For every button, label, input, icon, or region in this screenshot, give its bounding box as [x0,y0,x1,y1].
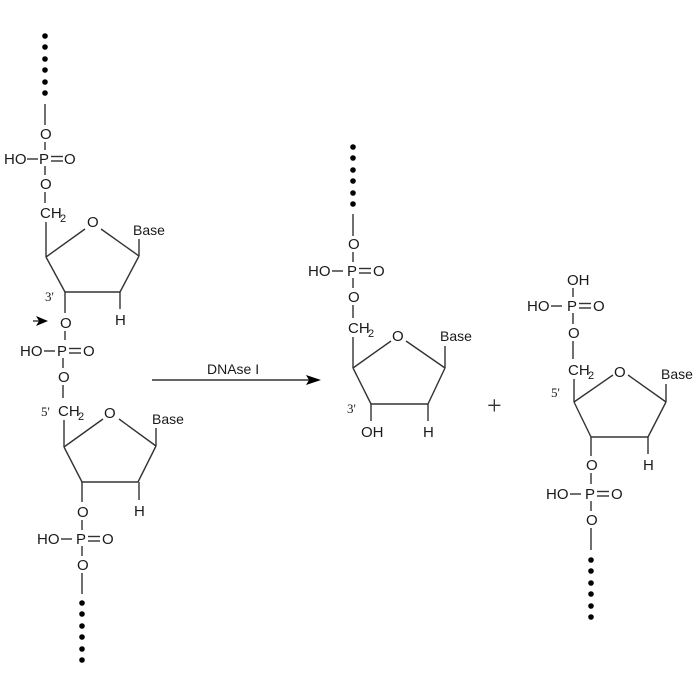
svg-text:O: O [593,298,605,315]
svg-text:2: 2 [368,328,374,340]
ring-oxygen: O [392,328,404,345]
phosphate-group-3: HO P O [37,531,114,548]
svg-text:P: P [57,343,67,360]
svg-text:CH: CH [568,362,590,379]
chain-continuation-top [350,144,356,207]
svg-text:CH: CH [58,403,80,420]
plus-sign: + [487,391,502,420]
phosphate-group-1: HO P O [4,151,76,168]
svg-text:O: O [77,504,89,521]
phosphate-group-lower: HO P O [546,486,623,503]
three-prime-hydroxyl: OH [361,424,384,441]
svg-text:O: O [64,151,76,168]
ring-oxygen: O [104,405,116,422]
svg-text:O: O [102,531,114,548]
svg-text:P: P [347,263,357,280]
svg-text:O: O [586,512,598,529]
svg-text:HO: HO [546,486,569,503]
svg-text:P: P [585,486,595,503]
phosphate-group: HO P O [308,263,385,280]
svg-text:P: P [567,298,577,315]
base-label: Base [661,366,693,382]
phosphate-group-2: HO P O [20,343,95,360]
oxygen: O [40,126,52,143]
svg-text:OH: OH [567,272,590,289]
deoxyribose-ring: CH 2 O Base H OH 3' [347,320,472,441]
deoxyribose-ring: CH 2 5' O Base H [551,362,693,474]
svg-text:H: H [423,424,434,441]
svg-text:2: 2 [78,411,84,423]
deoxyribose-ring-1: CH 2 O Base H 3' [40,205,165,329]
svg-text:O: O [58,369,70,386]
base-label: Base [440,328,472,344]
svg-text:H: H [643,457,654,474]
ring-oxygen: O [87,214,99,231]
svg-text:HO: HO [308,263,331,280]
svg-text:CH: CH [40,205,62,222]
svg-text:HO: HO [37,531,60,548]
base-label: Base [133,222,165,238]
svg-text:O: O [83,343,95,360]
five-prime-label: 5' [551,385,560,400]
cleavage-site-arrow [33,316,48,326]
five-prime-label: 5' [41,404,50,419]
svg-text:HO: HO [527,298,550,315]
svg-text:O: O [348,236,360,253]
chain-continuation-top [42,33,48,96]
ring-oxygen: O [614,364,626,381]
svg-text:P: P [39,151,49,168]
three-prime-label: 3' [347,401,356,416]
svg-text:CH: CH [348,320,370,337]
svg-text:P: P [76,531,86,548]
reaction-arrow: DNAse I [152,361,321,385]
three-prime-label: 3' [45,289,54,304]
deoxyribose-ring-2: 5' CH 2 O Base H [41,403,184,520]
svg-text:2: 2 [588,370,594,382]
svg-text:O: O [586,457,598,474]
svg-text:O: O [348,289,360,306]
svg-text:H: H [134,503,145,520]
product-3-prime-oh: O HO P O O CH 2 O Base H O [308,144,472,441]
base-label: Base [152,411,184,427]
svg-text:HO: HO [4,151,27,168]
svg-text:HO: HO [20,343,43,360]
enzyme-label: DNAse I [207,361,259,377]
svg-text:O: O [60,315,72,332]
substrate-molecule: O HO P O O CH 2 O Base H [4,33,184,663]
svg-text:O: O [77,557,89,574]
svg-text:O: O [568,325,580,342]
svg-text:O: O [40,176,52,193]
chain-continuation-bottom [588,557,594,620]
phosphate-group: HO P O [527,298,605,315]
svg-text:H: H [115,312,126,329]
svg-text:O: O [373,263,385,280]
chain-continuation-bottom [79,600,85,663]
svg-text:2: 2 [60,213,66,225]
svg-text:O: O [611,486,623,503]
product-5-prime-phosphate: OH HO P O O CH 2 5' O Base H [527,272,693,620]
